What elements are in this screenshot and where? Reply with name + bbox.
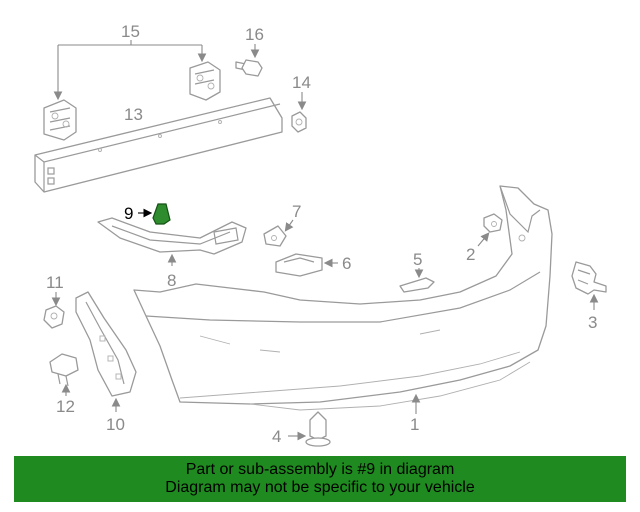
push-clip-part-4 xyxy=(288,411,331,447)
callout-15: 15 xyxy=(121,22,140,41)
screw-part-3 xyxy=(571,261,607,310)
bracket-part-6 xyxy=(275,253,338,277)
parts-diagram: 1 2 3 4 5 6 7 8 9 10 11 12 13 14 15 16 xyxy=(34,22,607,447)
callout-9: 9 xyxy=(124,204,133,223)
clip-part-12 xyxy=(49,353,79,396)
callout-7: 7 xyxy=(292,202,301,221)
callout-3: 3 xyxy=(588,313,597,332)
bracket-right-part-15 xyxy=(189,61,221,101)
clip-part-2 xyxy=(477,213,503,247)
callout-2: 2 xyxy=(466,245,475,264)
bolt-part-16 xyxy=(235,44,263,77)
reinforcement-bar-part-13 xyxy=(34,97,283,193)
side-bracket-part-10 xyxy=(75,291,137,412)
callout-6: 6 xyxy=(342,254,351,273)
callout-11: 11 xyxy=(46,273,64,292)
nut-part-11 xyxy=(43,292,65,329)
nut-part-14 xyxy=(291,92,307,133)
bracket-left-part-15 xyxy=(43,99,77,141)
info-banner: Part or sub-assembly is #9 in diagram Di… xyxy=(14,456,626,502)
callout-13: 13 xyxy=(124,105,143,124)
reflector-part-5 xyxy=(399,268,435,293)
callout-5: 5 xyxy=(413,250,422,269)
side-retainer-part-8 xyxy=(97,217,247,266)
callout-16: 16 xyxy=(245,25,264,44)
retainer-part-9-highlighted xyxy=(138,203,171,225)
callout-lines-15 xyxy=(53,40,207,101)
bumper-cover-part-1 xyxy=(133,185,553,414)
banner-line-2: Diagram may not be specific to your vehi… xyxy=(165,479,475,496)
clip-part-7 xyxy=(263,219,294,247)
callout-1: 1 xyxy=(410,415,419,434)
callout-14: 14 xyxy=(292,73,311,92)
callout-8: 8 xyxy=(167,271,176,290)
callout-4: 4 xyxy=(272,427,281,446)
banner-line-1: Part or sub-assembly is #9 in diagram xyxy=(185,461,455,478)
callout-10: 10 xyxy=(106,415,125,434)
callout-12: 12 xyxy=(56,397,75,416)
